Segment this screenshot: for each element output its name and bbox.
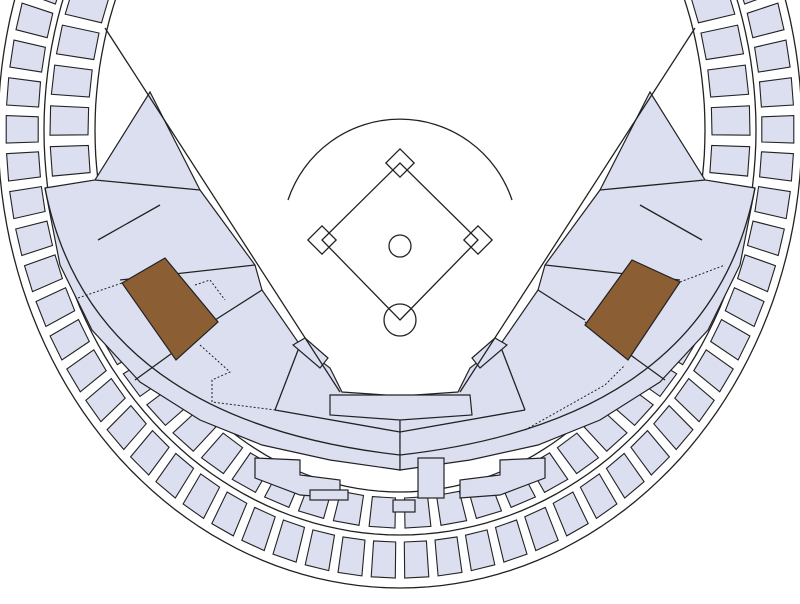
mezzanine-section[interactable]: [435, 490, 468, 526]
upper-deck-section[interactable]: [211, 491, 248, 537]
upper-deck-section[interactable]: [630, 429, 671, 476]
first-base: [462, 224, 494, 256]
second-base: [384, 147, 416, 179]
lower-suites-right[interactable]: [459, 457, 546, 499]
home-plate-section[interactable]: [329, 394, 473, 421]
upper-deck-section[interactable]: [552, 491, 589, 537]
lower-bowl-left[interactable]: [44, 90, 401, 471]
mezzanine-section[interactable]: [368, 496, 397, 529]
upper-deck-section[interactable]: [403, 540, 430, 579]
upper-deck-section[interactable]: [579, 473, 618, 520]
upper-deck-section[interactable]: [129, 429, 170, 476]
upper-deck-section[interactable]: [524, 506, 559, 552]
upper-deck-section[interactable]: [605, 452, 645, 499]
infield-arc: [287, 118, 513, 201]
upper-deck-section[interactable]: [758, 77, 794, 108]
upper-deck-section[interactable]: [35, 286, 76, 328]
upper-deck-section[interactable]: [737, 0, 775, 5]
mezzanine-section[interactable]: [49, 105, 90, 136]
mezzanine-section[interactable]: [200, 432, 244, 475]
upper-deck-section[interactable]: [370, 540, 397, 579]
ring-boundary: [0, 0, 800, 589]
upper-deck-section[interactable]: [434, 536, 463, 577]
upper-deck-section[interactable]: [49, 318, 91, 361]
mezzanine-section[interactable]: [64, 0, 109, 24]
mezzanine-section[interactable]: [556, 432, 600, 475]
mezzanine-section[interactable]: [707, 64, 750, 98]
mezzanine-section[interactable]: [691, 0, 736, 24]
upper-deck-section[interactable]: [304, 529, 336, 572]
lower-bowl-lower-arc: [44, 187, 756, 456]
upper-deck-section[interactable]: [724, 286, 765, 328]
upper-deck-section[interactable]: [753, 39, 791, 73]
upper-deck-section[interactable]: [15, 220, 54, 257]
mezzanine-section[interactable]: [710, 105, 751, 136]
upper-deck-section[interactable]: [25, 0, 63, 5]
upper-deck-section[interactable]: [494, 519, 528, 563]
home-plate: [383, 303, 417, 337]
upper-deck-section[interactable]: [746, 2, 785, 39]
upper-deck-section[interactable]: [6, 151, 41, 182]
upper-deck-section[interactable]: [85, 377, 126, 423]
base-paths: [321, 162, 479, 321]
selected-section-left[interactable]: [121, 257, 219, 361]
upper-deck-section[interactable]: [693, 349, 734, 393]
mezzanine-section[interactable]: [49, 144, 91, 177]
upper-deck-section[interactable]: [761, 115, 795, 144]
camera-well-left[interactable]: [309, 489, 349, 501]
upper-deck-section[interactable]: [337, 536, 366, 577]
baseball-field: [104, 27, 696, 393]
upper-deck-section[interactable]: [5, 115, 39, 144]
upper-deck-section[interactable]: [9, 39, 47, 73]
mezzanine-section[interactable]: [50, 64, 93, 98]
upper-deck-section[interactable]: [6, 77, 42, 108]
upper-deck-section[interactable]: [653, 404, 694, 451]
foul-line-left: [104, 27, 341, 393]
upper-deck-section[interactable]: [241, 506, 276, 552]
foul-line-right: [459, 27, 696, 393]
mezzanine-section[interactable]: [55, 24, 100, 61]
upper-deck-section[interactable]: [9, 185, 46, 220]
upper-deck-section[interactable]: [746, 220, 785, 257]
upper-deck-section[interactable]: [106, 404, 147, 451]
press-box[interactable]: [417, 457, 445, 499]
upper-deck-section[interactable]: [182, 473, 221, 520]
upper-deck-section[interactable]: [15, 2, 54, 39]
upper-deck-section[interactable]: [759, 151, 794, 182]
lower-suites[interactable]: [254, 457, 341, 499]
upper-deck-section[interactable]: [23, 254, 64, 293]
pitchers-mound: [388, 234, 412, 258]
selected-section-right[interactable]: [584, 259, 681, 361]
upper-deck-section[interactable]: [66, 349, 107, 393]
upper-deck-section[interactable]: [736, 254, 777, 293]
upper-deck-section[interactable]: [709, 318, 751, 361]
upper-deck-section[interactable]: [155, 452, 195, 499]
third-base: [306, 224, 338, 256]
mezzanine-section[interactable]: [700, 24, 745, 61]
upper-deck-section[interactable]: [754, 185, 791, 220]
mezzanine-section[interactable]: [709, 144, 751, 177]
upper-deck-section[interactable]: [674, 377, 715, 423]
camera-well-right[interactable]: [392, 499, 416, 513]
lower-bowl-right[interactable]: [399, 90, 756, 471]
upper-deck-section[interactable]: [464, 529, 496, 572]
upper-deck-section[interactable]: [272, 519, 306, 563]
